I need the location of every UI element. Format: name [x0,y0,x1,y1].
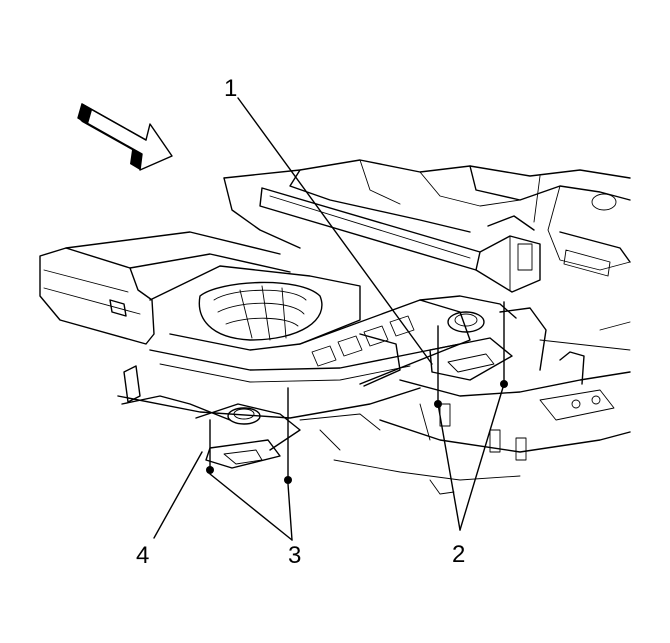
callout-2: 2 [452,541,465,568]
callout-3: 3 [288,542,301,569]
leader-line-2a [437,403,461,531]
leader-line-4 [153,451,203,539]
leader-line-3a [209,473,293,541]
leader-line-2b [459,383,505,531]
leader-line-3b [287,483,293,541]
leader-line-1 [237,97,433,365]
callout-1: 1 [224,75,237,102]
bolt-group-left [206,387,292,484]
leader-lines [153,97,505,541]
forward-direction-arrow-icon [77,103,173,171]
callout-4: 4 [136,542,149,569]
vehicle-underbody-drawing [39,159,631,495]
